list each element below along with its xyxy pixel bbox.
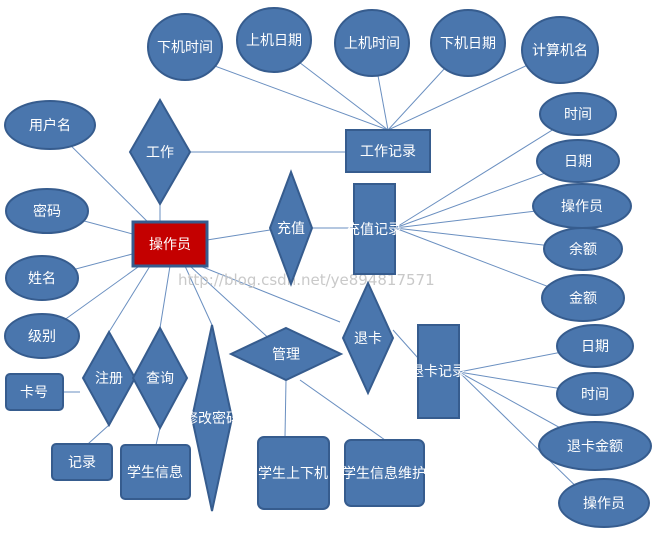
relationship-manage: 管理 [228,326,344,382]
svg-text:时间: 时间 [564,107,592,123]
relationship-refund: 退卡 [341,280,395,396]
attr-rc-time: 时间 [539,92,617,136]
svg-text:记录: 记录 [68,455,96,471]
attr-rf-amount: 退卡金额 [538,421,652,471]
svg-text:退卡金额: 退卡金额 [567,439,623,455]
svg-text:计算机名: 计算机名 [532,43,588,59]
svg-text:级别: 级别 [28,329,56,345]
svg-text:卡号: 卡号 [20,385,48,401]
attr-rf-date: 日期 [556,324,634,368]
svg-text:退卡记录: 退卡记录 [410,364,466,380]
svg-text:操作员: 操作员 [149,237,191,253]
svg-text:上机时间: 上机时间 [344,36,400,52]
svg-text:学生信息维护: 学生信息维护 [342,465,426,482]
svg-text:操作员: 操作员 [583,496,625,512]
relationship-query: 查询 [131,325,189,431]
relationship-register: 注册 [81,329,137,428]
attr-rc-balance: 余额 [543,227,623,271]
relationship-change-password: 修改密码 [184,324,240,512]
relationship-recharge: 充值 [268,169,314,287]
attr-rf-operator: 操作员 [558,478,650,528]
attr-level: 级别 [4,313,80,359]
svg-text:充值记录: 充值记录 [346,222,402,238]
attr-wr-computer-name: 计算机名 [521,16,599,84]
svg-text:上机日期: 上机日期 [246,33,302,49]
svg-text:查询: 查询 [146,371,174,387]
svg-text:下机日期: 下机日期 [440,36,496,52]
svg-text:充值: 充值 [277,221,305,237]
entity-work-record: 工作记录 [345,129,431,173]
watermark: http://blog.csdn.net/ye894817571 [178,271,435,289]
svg-text:用户名: 用户名 [29,117,71,134]
attr-password: 密码 [5,188,89,234]
attr-name: 姓名 [5,255,79,301]
attr-record: 记录 [51,443,113,481]
attr-wr-offline-time: 下机时间 [147,13,223,81]
svg-text:日期: 日期 [581,339,609,355]
svg-text:管理: 管理 [272,347,300,363]
attr-rc-amount: 金额 [541,274,625,322]
svg-text:操作员: 操作员 [561,199,603,215]
entity-recharge-record: 充值记录 [346,183,402,275]
attr-student-info: 学生信息 [120,444,191,500]
svg-text:退卡: 退卡 [354,331,382,347]
attr-wr-online-time: 上机时间 [334,9,410,77]
svg-text:密码: 密码 [33,203,61,220]
svg-text:工作记录: 工作记录 [360,144,416,160]
svg-text:日期: 日期 [564,154,592,170]
svg-text:金额: 金额 [569,291,597,307]
attr-rf-time: 时间 [556,372,634,416]
svg-text:学生信息: 学生信息 [127,464,183,481]
attr-card-no: 卡号 [5,373,64,411]
svg-text:下机时间: 下机时间 [157,40,213,56]
svg-text:工作: 工作 [146,145,174,161]
svg-text:余额: 余额 [569,241,597,258]
svg-text:修改密码: 修改密码 [184,410,240,427]
svg-text:时间: 时间 [581,387,609,403]
attr-wr-offline-date: 下机日期 [430,9,506,77]
svg-text:学生上下机: 学生上下机 [258,466,328,482]
attr-wr-online-date: 上机日期 [236,7,312,73]
entity-refund-record: 退卡记录 [410,324,466,419]
entity-operator: 操作员 [131,220,209,268]
attr-username: 用户名 [4,100,96,150]
attr-rc-operator: 操作员 [532,183,632,229]
attr-rc-date: 日期 [536,139,620,183]
svg-text:姓名: 姓名 [28,271,56,287]
attr-student-online-offline: 学生上下机 [257,436,330,510]
attr-student-info-maintenance: 学生信息维护 [342,439,426,507]
svg-text:注册: 注册 [95,371,123,387]
relationship-work: 工作 [128,97,192,207]
